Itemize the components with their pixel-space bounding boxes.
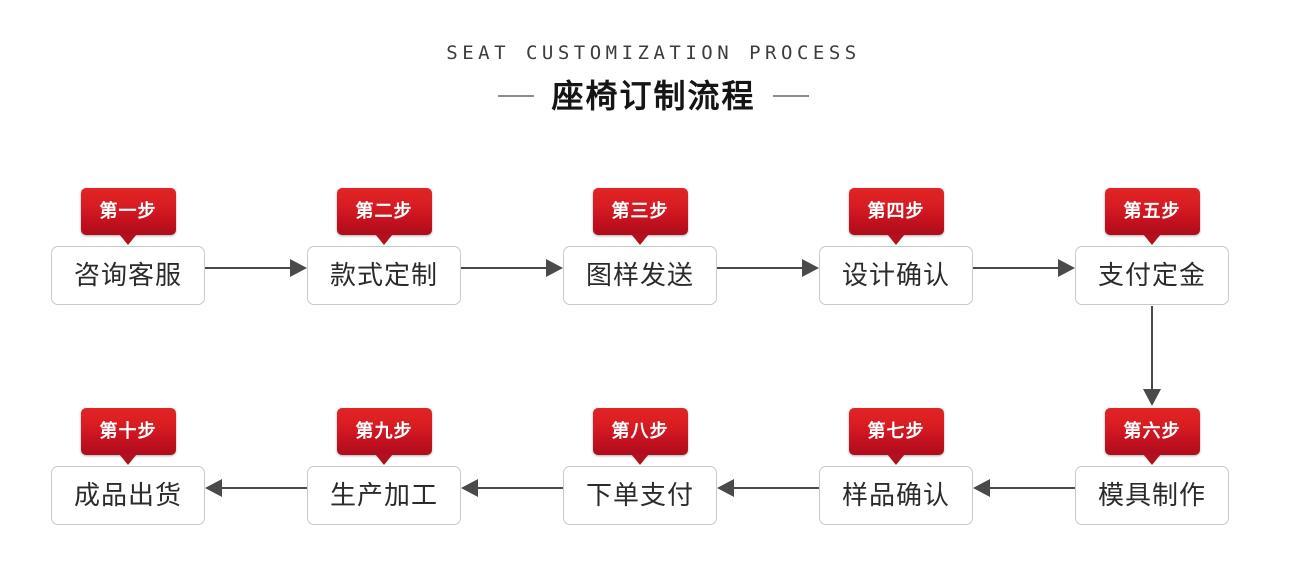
connector-line <box>973 267 1058 269</box>
step-badge-1: 第一步 <box>80 188 176 245</box>
connector-line <box>990 487 1075 489</box>
step-box-label-1: 咨询客服 <box>73 260 182 291</box>
flow-step-1[interactable]: 第一步 咨询客服 <box>51 188 205 305</box>
page-header: SEAT CUSTOMIZATION PROCESS 座椅订制流程 <box>0 42 1307 113</box>
arrow-right-icon <box>546 259 563 277</box>
step-badge-5: 第五步 <box>1104 188 1200 245</box>
step-badge-4: 第四步 <box>848 188 944 245</box>
arrow-left-icon <box>973 479 990 497</box>
step-badge-9: 第九步 <box>336 408 432 465</box>
arrow-right-icon <box>802 259 819 277</box>
step-badge-label-8: 第八步 <box>611 420 669 442</box>
arrow-down-icon <box>1143 389 1161 406</box>
step-badge-7: 第七步 <box>848 408 944 465</box>
step-box-8[interactable]: 下单支付 <box>563 466 717 525</box>
step-badge-2: 第二步 <box>336 188 432 245</box>
flow-step-6[interactable]: 第六步 模具制作 <box>1075 408 1229 525</box>
step-box-3[interactable]: 图样发送 <box>563 246 717 305</box>
step-badge-label-1: 第一步 <box>99 200 157 222</box>
arrow-right-icon <box>290 259 307 277</box>
step-box-label-8: 下单支付 <box>585 480 694 511</box>
step-badge-label-3: 第三步 <box>611 200 669 222</box>
flow-step-7[interactable]: 第七步 样品确认 <box>819 408 973 525</box>
step-box-7[interactable]: 样品确认 <box>819 466 973 525</box>
connector-step6-to-step7 <box>973 478 1075 498</box>
step-box-label-2: 款式定制 <box>329 260 438 291</box>
connector-step3-to-step4 <box>717 258 819 278</box>
step-box-label-5: 支付定金 <box>1097 260 1206 291</box>
step-badge-label-2: 第二步 <box>355 200 413 222</box>
step-badge-10: 第十步 <box>80 408 176 465</box>
connector-step2-to-step3 <box>461 258 563 278</box>
arrow-left-icon <box>205 479 222 497</box>
step-box-6[interactable]: 模具制作 <box>1075 466 1229 525</box>
connector-line <box>222 487 307 489</box>
connector-line <box>461 267 546 269</box>
connector-step5-to-step6 <box>1142 306 1162 408</box>
connector-line <box>717 267 802 269</box>
flow-step-9[interactable]: 第九步 生产加工 <box>307 408 461 525</box>
title-dash-right-icon <box>772 95 809 97</box>
step-badge-6: 第六步 <box>1104 408 1200 465</box>
step-box-9[interactable]: 生产加工 <box>307 466 461 525</box>
step-badge-label-5: 第五步 <box>1123 200 1181 222</box>
connector-step1-to-step2 <box>205 258 307 278</box>
step-box-10[interactable]: 成品出货 <box>51 466 205 525</box>
step-box-label-3: 图样发送 <box>585 260 694 291</box>
arrow-left-icon <box>717 479 734 497</box>
connector-line <box>1151 306 1153 389</box>
step-box-label-4: 设计确认 <box>841 260 950 291</box>
connector-step4-to-step5 <box>973 258 1075 278</box>
title-dash-left-icon <box>498 95 535 97</box>
step-badge-label-4: 第四步 <box>867 200 925 222</box>
connector-step7-to-step8 <box>717 478 819 498</box>
connector-step8-to-step9 <box>461 478 563 498</box>
page-subtitle-en: SEAT CUSTOMIZATION PROCESS <box>446 42 861 64</box>
step-box-label-6: 模具制作 <box>1097 480 1206 511</box>
arrow-right-icon <box>1058 259 1075 277</box>
step-box-2[interactable]: 款式定制 <box>307 246 461 305</box>
step-badge-8: 第八步 <box>592 408 688 465</box>
connector-step9-to-step10 <box>205 478 307 498</box>
step-badge-label-6: 第六步 <box>1123 420 1181 442</box>
step-badge-label-7: 第七步 <box>867 420 925 442</box>
step-box-5[interactable]: 支付定金 <box>1075 246 1229 305</box>
flow-step-3[interactable]: 第三步 图样发送 <box>563 188 717 305</box>
step-badge-label-9: 第九步 <box>355 420 413 442</box>
connector-line <box>734 487 819 489</box>
connector-line <box>478 487 563 489</box>
step-badge-3: 第三步 <box>592 188 688 245</box>
step-box-4[interactable]: 设计确认 <box>819 246 973 305</box>
step-box-label-10: 成品出货 <box>73 480 182 511</box>
connector-line <box>205 267 290 269</box>
step-box-label-7: 样品确认 <box>841 480 950 511</box>
page-title: 座椅订制流程 <box>551 77 756 115</box>
flow-step-5[interactable]: 第五步 支付定金 <box>1075 188 1229 305</box>
flow-step-4[interactable]: 第四步 设计确认 <box>819 188 973 305</box>
page-title-row: 座椅订制流程 <box>0 80 1307 112</box>
flow-step-8[interactable]: 第八步 下单支付 <box>563 408 717 525</box>
step-box-label-9: 生产加工 <box>329 480 438 511</box>
arrow-left-icon <box>461 479 478 497</box>
flow-step-2[interactable]: 第二步 款式定制 <box>307 188 461 305</box>
step-box-1[interactable]: 咨询客服 <box>51 246 205 305</box>
step-badge-label-10: 第十步 <box>99 420 157 442</box>
flow-step-10[interactable]: 第十步 成品出货 <box>51 408 205 525</box>
